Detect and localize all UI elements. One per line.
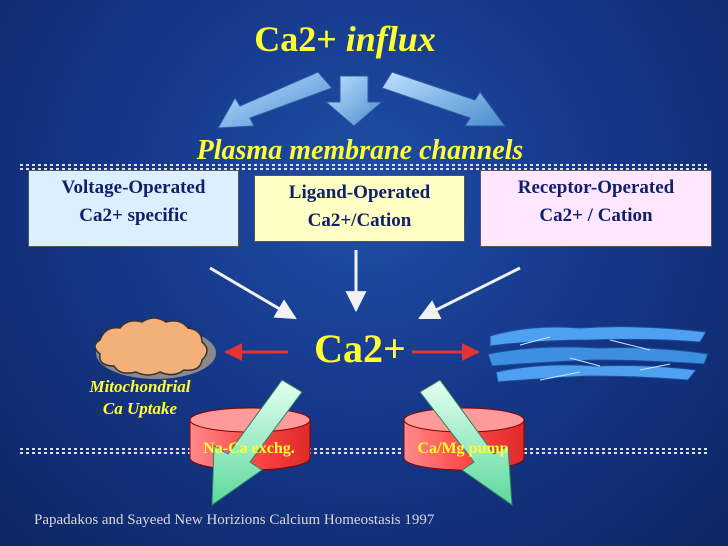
- ca-mg-pump-label: Ca/Mg pump: [417, 440, 509, 457]
- channel-receptor-line1: Receptor-Operated: [517, 177, 675, 198]
- channel-ligand-line1: Ligand-Operated: [288, 182, 431, 203]
- citation-text: Papadakos and Sayeed New Horizions Calci…: [34, 512, 435, 528]
- channel-box-voltage: Voltage-Operated Ca2+ specific: [28, 170, 239, 247]
- channel-voltage-line1: Voltage-Operated: [61, 177, 206, 198]
- er-membrane-line-bottom: [20, 448, 710, 454]
- mitochondria-label: Mitochondrial Ca Uptake: [70, 376, 210, 420]
- plasma-membrane-line-top: [20, 164, 710, 170]
- arrow-receptor-to-ca: [418, 266, 521, 320]
- er-shape: [487, 326, 709, 383]
- channel-voltage-line2: Ca2+ specific: [79, 205, 188, 226]
- influx-arrow-left: [217, 71, 333, 129]
- center-ion-label: Ca2+: [314, 326, 406, 371]
- channel-receptor-line2: Ca2+ / Cation: [539, 205, 653, 226]
- mitochondria-label-line2: Ca Uptake: [102, 399, 178, 418]
- efflux-arrow-left: [211, 379, 303, 506]
- diagram-title: Ca2+ influx: [254, 19, 436, 59]
- influx-arrow-center: [324, 75, 384, 127]
- influx-arrow-right: [381, 71, 506, 127]
- channel-ligand-line2: Ca2+/Cation: [307, 210, 412, 231]
- mitochondria-label-line1: Mitochondrial: [89, 377, 191, 396]
- arrow-voltage-to-ca: [209, 266, 297, 320]
- mitochondria-shape: [94, 317, 216, 379]
- channel-box-ligand: Ligand-Operated Ca2+/Cation: [254, 175, 465, 242]
- diagram-subtitle: Plasma membrane channels: [196, 135, 524, 166]
- na-ca-exchanger-label: Na-Ca exchg.: [203, 440, 295, 457]
- efflux-arrow-right: [419, 379, 513, 507]
- channel-box-receptor: Receptor-Operated Ca2+ / Cation: [480, 170, 712, 247]
